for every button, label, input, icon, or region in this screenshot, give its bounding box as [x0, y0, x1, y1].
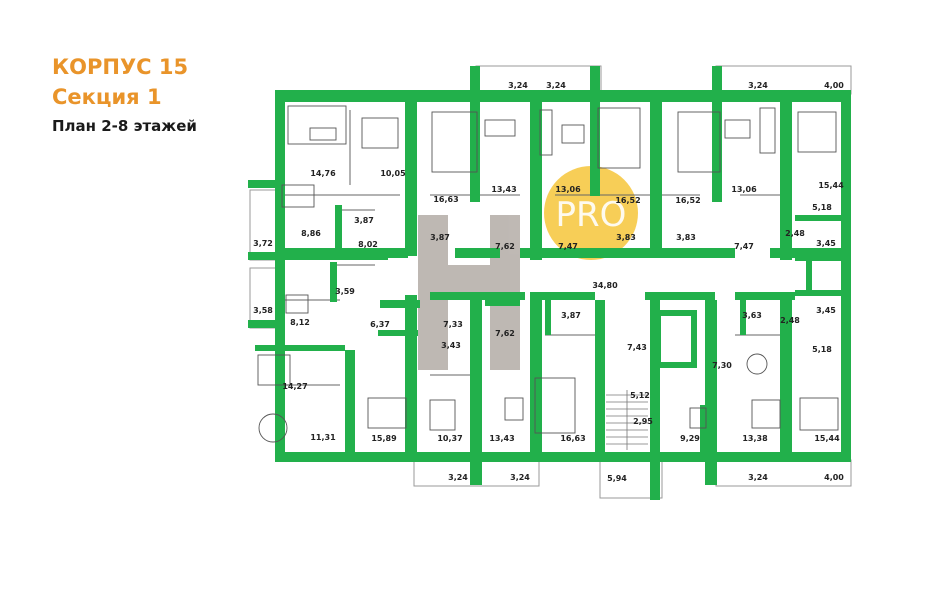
room-area-label: 8,86 [301, 229, 321, 238]
room-area-label: 15,44 [814, 434, 840, 443]
room-area-label: 14,76 [310, 169, 336, 178]
walls [248, 66, 851, 500]
room-area-label: 7,47 [734, 242, 754, 251]
room-area-label: 3,72 [253, 239, 273, 248]
room-area-label: 3,24 [510, 473, 530, 482]
room-area-label: 8,02 [358, 240, 378, 249]
title-block: КОРПУС 15 Секция 1 План 2-8 этажей [52, 52, 197, 138]
room-area-label: 34,80 [592, 281, 618, 290]
room-area-label: 6,37 [370, 320, 390, 329]
room-area-label: 3,24 [748, 81, 768, 90]
room-area-label: 13,06 [731, 185, 757, 194]
plan-subtitle: План 2-8 этажей [52, 117, 197, 135]
watermark-text: PRO [556, 195, 627, 235]
room-area-label: 7,47 [558, 242, 578, 251]
room-area-label: 14,27 [282, 382, 307, 391]
room-area-label: 7,62 [495, 242, 515, 251]
room-labels: 3,24 3,24 3,24 4,00 14,76 10,05 16,63 13,43 13,0… [253, 81, 844, 483]
room-area-label: 13,43 [489, 434, 514, 443]
room-area-label: 2,48 [785, 229, 805, 238]
room-area-label: 11,31 [310, 433, 336, 442]
room-area-label: 7,33 [443, 320, 463, 329]
room-area-label: 3,45 [816, 306, 836, 315]
room-area-label: 9,29 [680, 434, 700, 443]
room-area-label: 5,94 [607, 474, 627, 483]
room-area-label: 16,63 [560, 434, 585, 443]
room-area-label: 5,12 [630, 391, 650, 400]
room-area-label: 3,59 [335, 287, 355, 296]
room-area-label: 4,00 [824, 473, 844, 482]
room-area-label: 7,62 [495, 329, 515, 338]
room-area-label: 15,44 [818, 181, 844, 190]
building-title: КОРПУС 15 [52, 55, 189, 79]
room-area-label: 10,05 [380, 169, 406, 178]
room-area-label: 3,63 [742, 311, 762, 320]
room-area-label: 3,83 [616, 233, 636, 242]
room-area-label: 7,43 [627, 343, 647, 352]
room-area-label: 3,58 [253, 306, 273, 315]
room-area-label: 3,87 [561, 311, 581, 320]
section-title: Секция 1 [52, 85, 162, 109]
room-area-label: 15,89 [371, 434, 397, 443]
room-area-label: 13,06 [555, 185, 581, 194]
furniture [257, 105, 839, 443]
room-area-label: 16,52 [615, 196, 640, 205]
room-area-label: 3,43 [441, 341, 461, 350]
room-area-label: 3,24 [546, 81, 566, 90]
room-area-label: 2,48 [780, 316, 800, 325]
room-area-label: 2,95 [633, 417, 653, 426]
room-area-label: 13,43 [491, 185, 516, 194]
room-area-label: 13,38 [742, 434, 768, 443]
room-area-label: 3,24 [448, 473, 468, 482]
room-area-label: 3,87 [430, 233, 450, 242]
room-area-label: 5,18 [812, 345, 832, 354]
room-area-label: 4,00 [824, 81, 844, 90]
room-area-label: 7,30 [712, 361, 732, 370]
room-area-label: 8,12 [290, 318, 310, 327]
watermark-circle [544, 166, 638, 260]
room-area-label: 5,18 [812, 203, 832, 212]
stairs [606, 390, 648, 450]
room-area-label: 10,37 [437, 434, 462, 443]
room-area-label: 16,52 [675, 196, 700, 205]
room-area-label: 16,63 [433, 195, 458, 204]
room-area-label: 3,87 [354, 216, 374, 225]
room-area-label: 3,24 [508, 81, 528, 90]
room-area-label: 3,83 [676, 233, 696, 242]
room-area-label: 3,24 [748, 473, 768, 482]
room-area-label: 3,45 [816, 239, 836, 248]
